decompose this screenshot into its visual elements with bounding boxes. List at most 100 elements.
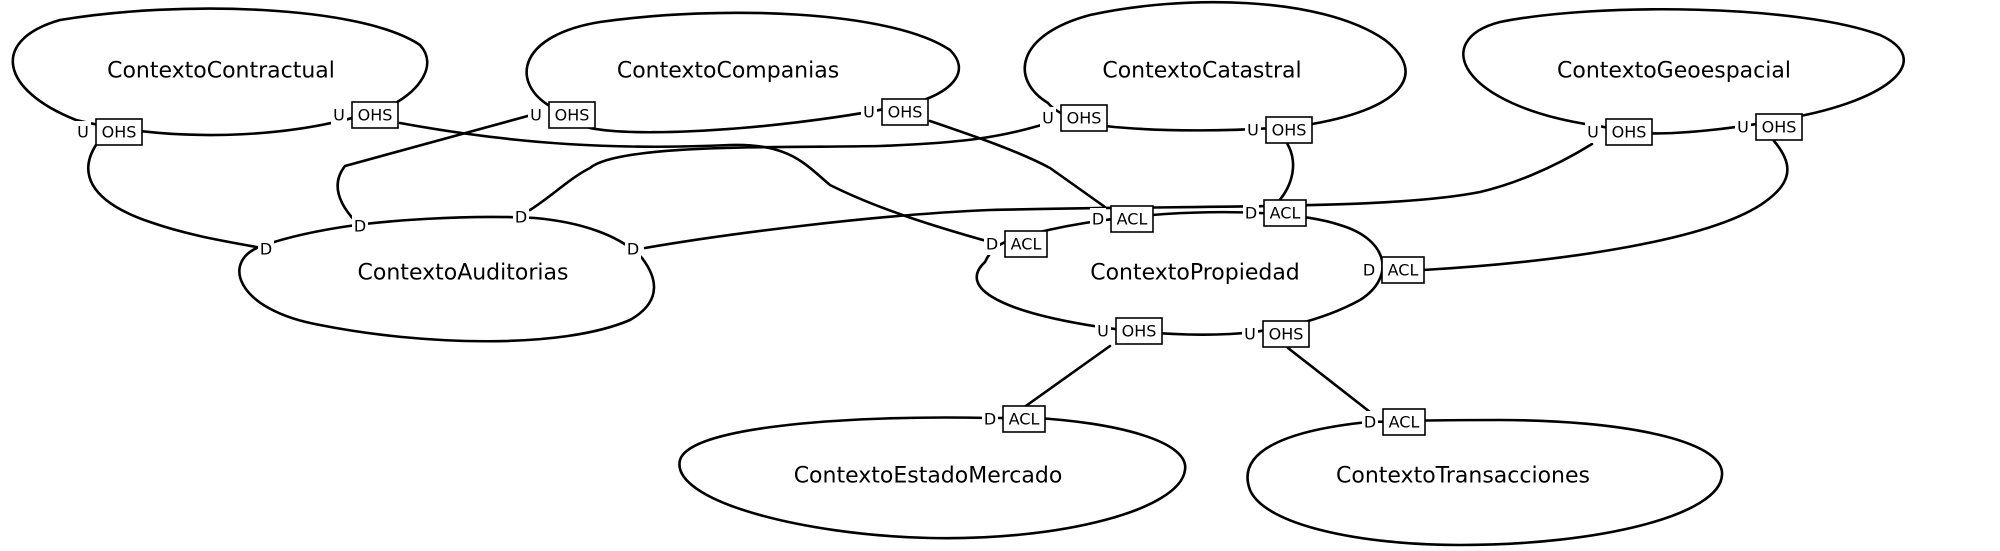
ohs-box [1115,317,1163,345]
downstream-role-label: D [1245,204,1257,223]
edge-contractual-auditorias [87,143,264,250]
role-bg [984,233,1000,255]
role-bg [258,238,274,260]
ohs-box [548,101,596,129]
ohs-box [881,98,929,126]
context-companias: ContextoCompanias [525,11,961,134]
role-bg [861,101,877,123]
ohs-label: OHS [1272,121,1307,140]
ohs-label: OHS [1762,118,1797,137]
edge-companias-propiedad [928,119,1107,209]
context-auditorias-label: ContextoAuditorias [358,261,569,286]
edge-catastral-propiedad [1276,138,1295,204]
ohs-label: OHS [358,106,393,125]
context-geoespacial-shape [1462,7,1905,135]
acl-label: ACL [1011,235,1042,254]
role-bg [1040,107,1056,129]
role-bg [331,104,347,126]
role-bg [528,104,544,126]
marker-propiedad-estadomercado-downstream: D ACL [982,405,1046,433]
role-bg [1090,208,1106,230]
edge-propiedad-estadomercado [1021,344,1112,410]
downstream-role-label: D [1364,413,1376,432]
ohs-label: OHS [1122,322,1157,341]
marker-propiedad-transacciones-upstream: U OHS [1242,320,1310,348]
role-bg [1095,320,1111,342]
ohs-label: OHS [888,103,923,122]
upstream-role-label: U [333,106,345,125]
ohs-label: OHS [102,123,137,142]
marker-geoespacial-propiedad-downstream: D ACL [1361,256,1425,284]
downstream-markers: D D D D D ACL D ACL D A [258,199,1426,436]
acl-label: ACL [1389,413,1420,432]
ohs-label: OHS [1269,325,1304,344]
edge-propiedad-transacciones [1286,346,1372,414]
context-estadomercado: ContextoEstadoMercado [678,416,1187,540]
ohs-box [95,118,143,146]
role-bg [1242,323,1258,345]
upstream-role-label: U [77,123,89,142]
context-geoespacial-label: ContextoGeoespacial [1557,59,1791,84]
relationship-edges [87,112,1789,414]
role-bg [75,121,91,143]
context-propiedad: ContextoPropiedad [975,210,1384,337]
context-estadomercado-shape [678,416,1187,540]
context-contractual: ContextoContractual [11,7,429,137]
acl-label: ACL [1009,410,1040,429]
upstream-role-label: U [1247,121,1259,140]
acl-box [1004,230,1048,258]
marker-contractual-propiedad-upstream: U OHS [331,101,399,129]
downstream-role-label: D [986,235,998,254]
marker-propiedad-transacciones-downstream: D ACL [1362,408,1426,436]
upstream-role-label: U [1042,109,1054,128]
role-bg [1243,202,1259,224]
context-auditorias-shape [238,215,656,343]
edge-catastral-auditorias [528,121,1050,212]
downstream-role-label: D [1363,261,1375,280]
role-bg [352,215,368,237]
upstream-role-label: U [1737,118,1749,137]
context-estadomercado-label: ContextoEstadoMercado [794,464,1063,489]
edge-companias-auditorias [336,112,537,224]
context-companias-shape [525,11,961,134]
marker-geoespacial-propiedad-upstream: U OHS [1735,113,1803,141]
acl-label: ACL [1270,204,1301,223]
downstream-role-label: D [515,208,527,227]
downstream-role-label: D [354,217,366,236]
marker-contractual-auditorias-upstream: U OHS [75,118,143,146]
upstream-role-label: U [863,103,875,122]
role-bg [1361,259,1377,281]
upstream-markers: U OHS U OHS U OHS U OHS U OHS [75,98,1803,348]
context-contractual-shape [11,7,429,137]
acl-label: ACL [1117,210,1148,229]
role-bg [1735,116,1751,138]
marker-companias-propiedad-upstream: U OHS [861,98,929,126]
marker-contractual-auditorias-downstream: D [258,238,274,260]
marker-geoespacial-auditorias-upstream: U OHS [1585,118,1653,146]
acl-box [1110,205,1154,233]
marker-companias-propiedad-downstream: D ACL [1090,205,1154,233]
ohs-box [1605,118,1653,146]
edge-geoespacial-auditorias [643,142,1594,250]
ohs-box [1755,113,1803,141]
role-bg [513,206,529,228]
edge-geoespacial-propiedad [1421,139,1789,272]
context-geoespacial: ContextoGeoespacial [1462,7,1905,135]
role-bg [625,238,641,260]
downstream-role-label: D [260,240,272,259]
role-bg [1585,121,1601,143]
ohs-box [351,101,399,129]
ohs-box [1262,320,1310,348]
acl-label: ACL [1388,261,1419,280]
marker-geoespacial-auditorias-downstream: D [625,238,641,260]
context-catastral-shape [1023,0,1407,132]
marker-catastral-auditorias-downstream: D [513,206,529,228]
context-contractual-label: ContextoContractual [107,59,335,84]
upstream-role-label: U [1587,123,1599,142]
ohs-label: OHS [555,106,590,125]
bounded-contexts: ContextoContractual ContextoCompanias Co… [11,0,1905,547]
upstream-role-label: U [1244,325,1256,344]
marker-contractual-propiedad-downstream: D ACL [984,230,1048,258]
role-bg [1245,119,1261,141]
